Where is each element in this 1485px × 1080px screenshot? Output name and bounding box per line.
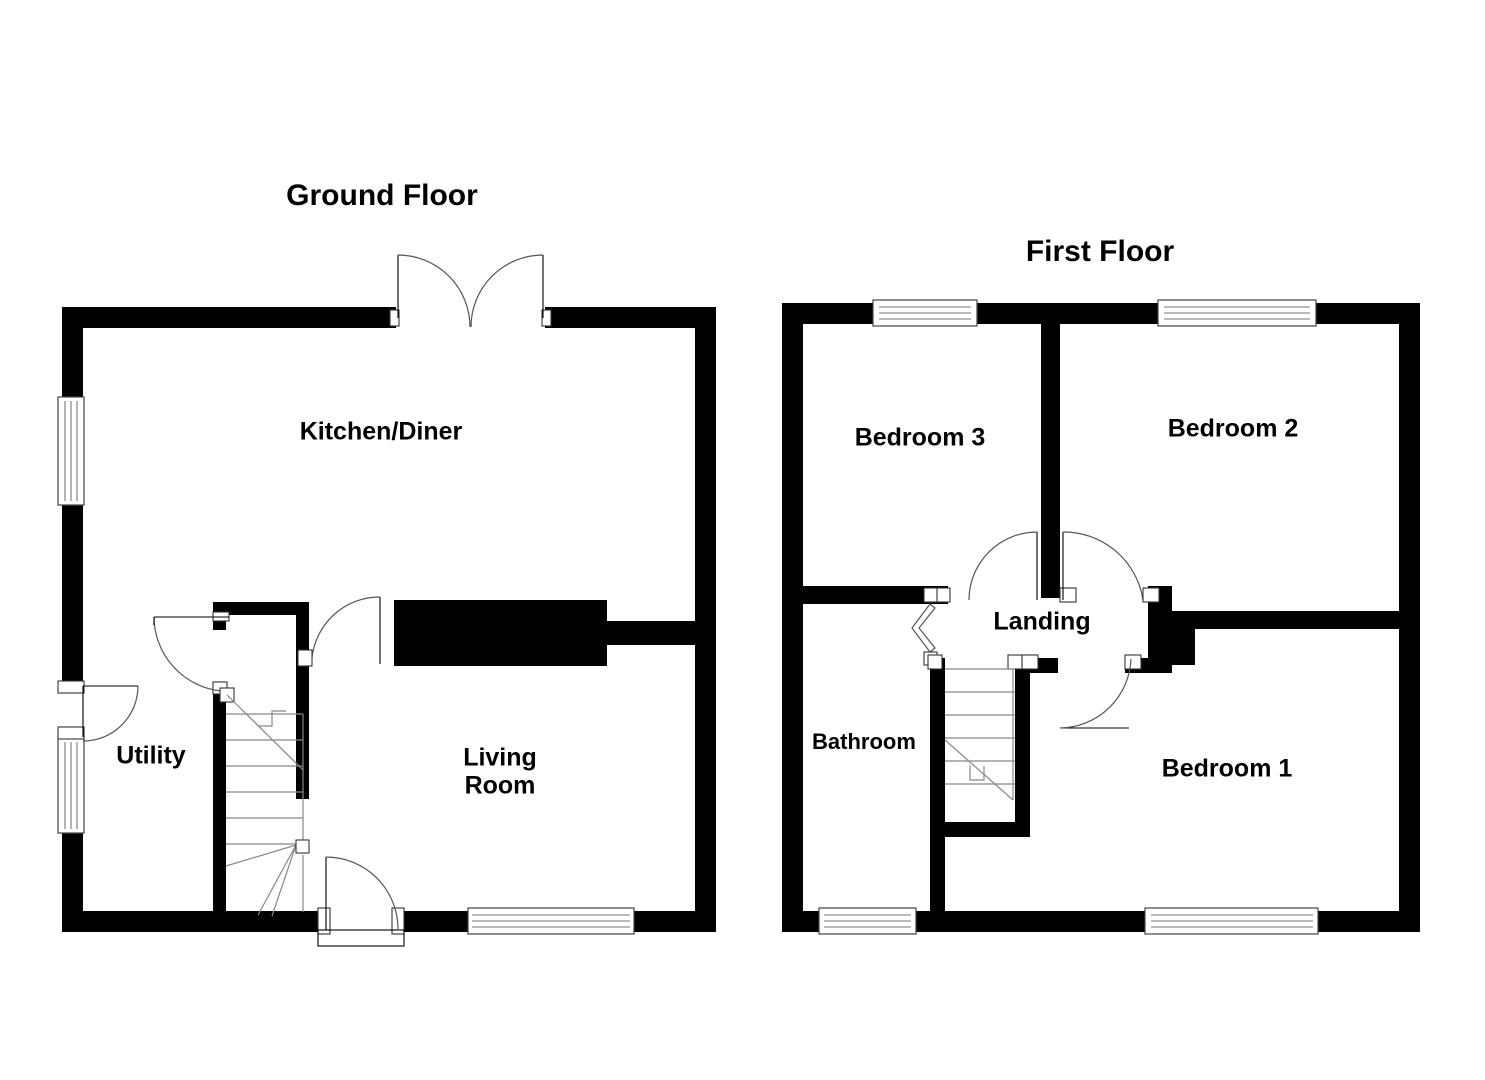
first-bedroom3-bottom-wall (782, 586, 948, 604)
room-label-living-room-line2: Room (465, 772, 536, 800)
first-floor-stairs (927, 654, 1023, 801)
ground-top-wall-left (62, 307, 396, 328)
ground-hall-wall-left-lower (213, 690, 226, 911)
ground-left-wall-upper (62, 307, 83, 397)
first-stairwell-right-wall (1015, 658, 1030, 837)
first-stairwell-left-wall (930, 658, 945, 837)
first-bottom-wall-a (782, 911, 819, 932)
utility-internal-door[interactable] (153, 611, 230, 695)
bathroom-window (818, 907, 917, 935)
ground-left-wall-lower (62, 833, 83, 932)
first-stairwell-bottom-wall (930, 822, 1029, 837)
first-bathroom-divider (930, 837, 945, 911)
bedroom-1-door[interactable] (1021, 654, 1142, 729)
first-top-wall-a (782, 303, 873, 324)
first-bedroom2-bottom-wall (1195, 611, 1420, 629)
first-bedroom-divider-stub (1041, 586, 1060, 598)
ground-top-wall-right (545, 307, 716, 328)
first-bottom-wall-c (1318, 911, 1420, 932)
first-floor-title: First Floor (1026, 235, 1175, 268)
room-label-bedroom-2: Bedroom 2 (1168, 415, 1299, 443)
room-label-utility: Utility (116, 742, 186, 770)
first-bedroom-divider (1041, 303, 1060, 586)
ground-bottom-wall-left (62, 911, 318, 932)
ground-floor-stairs (219, 687, 310, 917)
utility-window (57, 737, 85, 834)
room-label-kitchen-diner: Kitchen/Diner (300, 418, 463, 446)
room-label-bathroom: Bathroom (812, 729, 916, 754)
ground-bottom-wall-mid (404, 911, 468, 932)
first-landing-right-wall-step (1172, 611, 1195, 665)
utility-external-door[interactable] (57, 680, 139, 742)
first-top-wall-b (977, 303, 1158, 324)
ground-floor-title: Ground Floor (286, 179, 478, 212)
bedroom-1-window (1144, 907, 1319, 935)
room-label-landing: Landing (993, 608, 1090, 636)
first-left-wall (782, 303, 803, 932)
ground-left-wall-middle (62, 505, 83, 682)
first-bottom-wall-b (916, 911, 1145, 932)
kitchen-window (57, 396, 85, 506)
bedroom-3-door[interactable] (933, 531, 1038, 603)
kitchen-french-doors[interactable] (389, 254, 552, 328)
living-room-partition-stub (607, 621, 697, 645)
kitchen-counter-block-2 (394, 600, 554, 666)
room-label-bedroom-1: Bedroom 1 (1162, 755, 1293, 783)
bedroom-2-window (1157, 299, 1317, 327)
first-top-wall-c (1316, 303, 1420, 324)
bedroom-2-door[interactable] (1059, 531, 1160, 603)
hall-to-living-door[interactable] (297, 596, 381, 667)
ground-floor-plan (57, 254, 716, 947)
room-label-bedroom-3: Bedroom 3 (855, 424, 986, 452)
ground-right-wall (695, 307, 716, 932)
living-room-window (467, 907, 635, 935)
living-room-front-door[interactable] (317, 856, 405, 947)
first-floor-plan (782, 299, 1420, 935)
room-label-living-room-line1: Living (463, 744, 537, 772)
ground-bottom-wall-right (633, 911, 716, 932)
bedroom-3-window (872, 299, 978, 327)
ground-hall-wall-top (213, 602, 309, 615)
